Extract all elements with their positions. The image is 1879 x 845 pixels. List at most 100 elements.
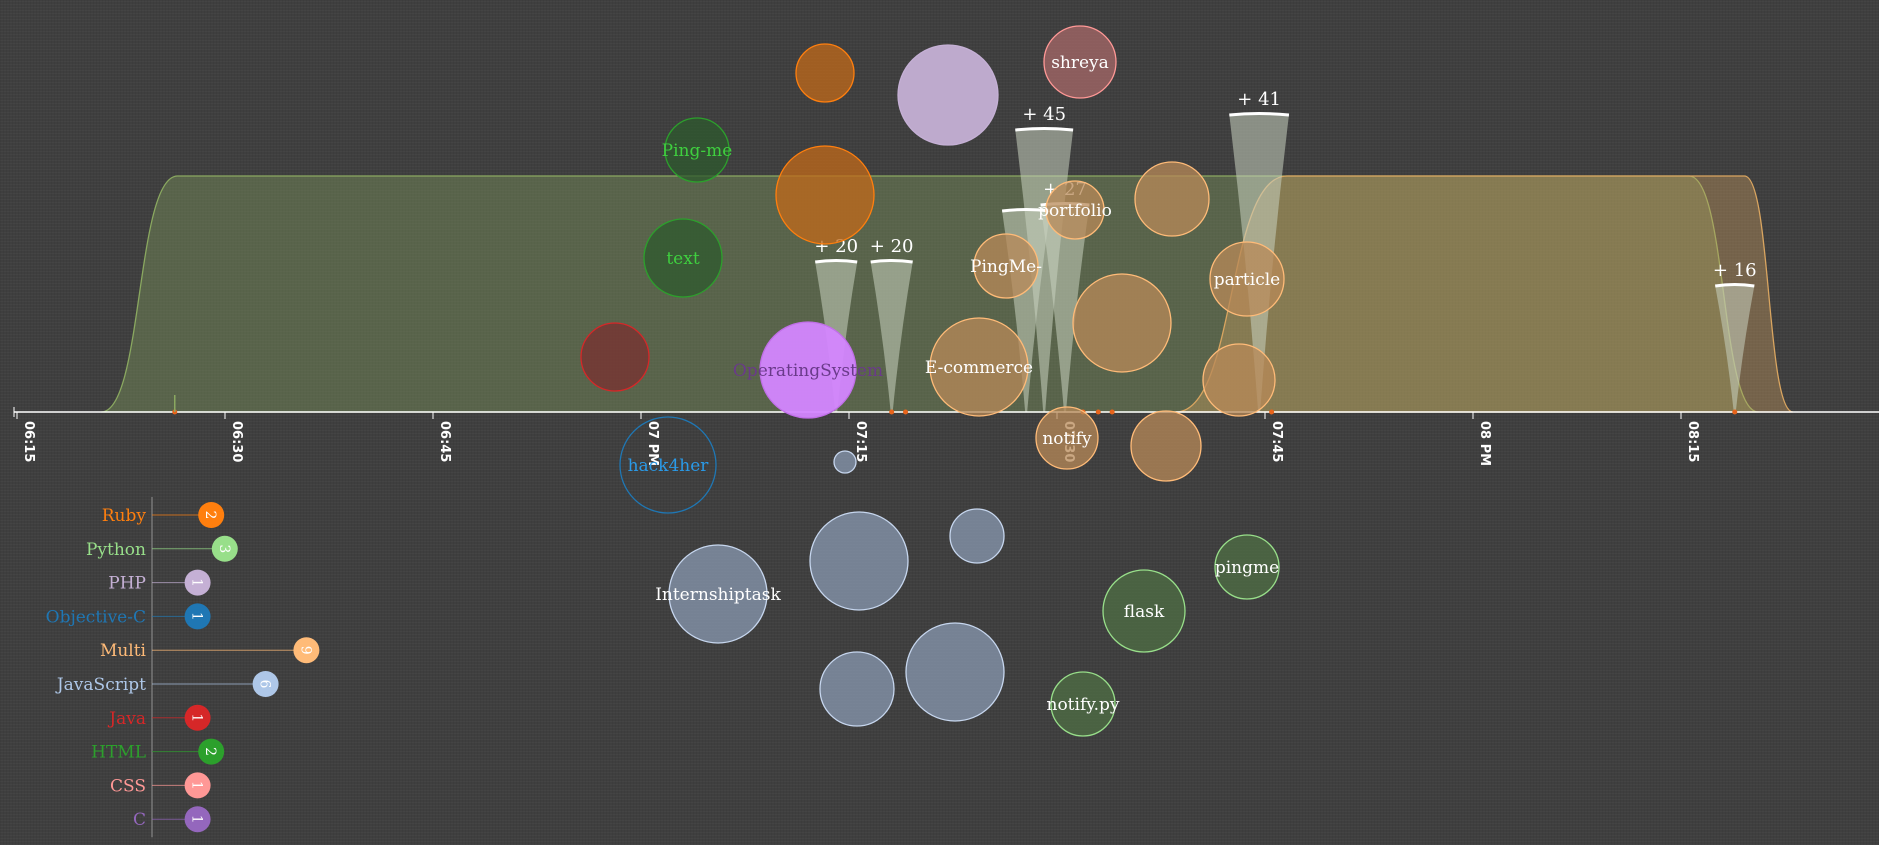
commit-spike-cap: [870, 259, 913, 264]
legend-count-dot: [184, 704, 211, 731]
legend-count: 2: [202, 747, 218, 756]
repo-bubble-label: Internshiptask: [655, 585, 781, 605]
repo-bubble: [1130, 410, 1202, 482]
repo-bubble: [819, 651, 895, 727]
axis-tick-label: 06:15: [21, 421, 36, 462]
axis-tick-label: 08:15: [1685, 421, 1700, 462]
repo-bubble: [1102, 569, 1186, 653]
repo-bubble: [619, 416, 717, 514]
legend-count-dot: [198, 738, 225, 765]
commit-spike-cap: [814, 259, 858, 264]
legend-language-name: Multi: [100, 641, 147, 661]
legend-count: 1: [189, 578, 205, 587]
repo-bubble: [1043, 25, 1117, 99]
event-marker: [1269, 409, 1275, 415]
legend-count: 1: [189, 815, 205, 824]
activity-areas: [101, 175, 1794, 413]
legend-count: 9: [297, 646, 313, 655]
commit-spike-cap: [1015, 127, 1074, 132]
legend-language-name: HTML: [91, 743, 146, 763]
repo-bubble-label: OperatingSystem: [733, 361, 883, 381]
legend-language-name: Ruby: [102, 506, 147, 526]
repo-bubble: [905, 622, 1005, 722]
repo-bubble: [1072, 273, 1172, 373]
repo-bubble-label: pingme: [1215, 558, 1279, 578]
repo-bubble: [1134, 161, 1210, 237]
repo-bubble: [897, 44, 999, 146]
legend-language-name: PHP: [108, 574, 146, 594]
repo-bubble-label: notify: [1042, 429, 1092, 449]
legend-count-dot: [184, 806, 211, 833]
event-marker: [1095, 409, 1101, 415]
legend-count-dot: [211, 535, 238, 562]
legend-count-dot: [184, 772, 211, 799]
legend-language-name: JavaScript: [55, 675, 146, 695]
legend-count: 2: [202, 511, 218, 520]
legend-language-name: Java: [107, 709, 146, 729]
repo-bubble: [580, 322, 650, 392]
axis-tick-label: 06:30: [229, 421, 244, 462]
repo-bubble-label: hack4her: [628, 456, 710, 476]
commit-spike: [1040, 205, 1090, 412]
axis-tick-label: 07 PM: [645, 421, 660, 466]
legend-count: 1: [189, 713, 205, 722]
commit-count-label: + 41: [1237, 89, 1281, 110]
legend-count: 6: [257, 680, 273, 689]
event-marker: [889, 409, 895, 415]
repo-bubble: [643, 218, 723, 298]
event-marker: [1109, 409, 1115, 415]
repo-bubble: [1045, 180, 1105, 240]
commit-spike: [870, 262, 913, 412]
repo-bubble: [664, 117, 730, 183]
repo-bubble: [833, 450, 857, 474]
repo-bubble: [759, 321, 857, 419]
repo-bubble-label: PingMe-: [970, 257, 1042, 277]
legend-count-dot: [252, 671, 279, 697]
repo-bubble: [973, 233, 1039, 299]
repo-bubble: [1050, 671, 1116, 737]
commit-count-label: + 16: [1713, 260, 1757, 281]
repo-bubble: [1209, 241, 1285, 317]
commit-count-label: + 20: [870, 236, 914, 257]
repo-bubble-label: shreya: [1051, 53, 1109, 73]
axis-tick-label: 06:45: [437, 421, 452, 462]
commit-spike: [1715, 286, 1755, 412]
legend-language-name: Objective-C: [46, 607, 146, 627]
repo-bubble-label: flask: [1124, 602, 1165, 622]
repo-bubble-label: portfolio: [1038, 201, 1112, 221]
repo-bubble-label: text: [666, 249, 699, 269]
repo-bubble: [795, 43, 855, 103]
axis-tick-label: 08 PM: [1477, 421, 1492, 466]
repo-bubble: [1214, 534, 1280, 600]
legend-count-dot: [184, 603, 211, 630]
legend-language-name: Python: [86, 540, 146, 560]
legend-language-name: C: [133, 810, 146, 830]
legend-count-dot: [198, 502, 225, 528]
repo-bubble: [668, 544, 768, 644]
commit-spike-cap: [1714, 283, 1755, 288]
repo-bubble-label: E-commerce: [925, 358, 1033, 378]
legend-count: 1: [189, 612, 205, 621]
repo-bubble: [1035, 406, 1099, 470]
commit-spike-cap: [1229, 112, 1290, 117]
repo-bubble: [929, 317, 1029, 417]
legend-language-name: CSS: [110, 776, 146, 796]
repo-bubble-label: notify.py: [1047, 695, 1120, 715]
repo-bubble-label: particle: [1214, 270, 1280, 290]
event-marker: [903, 409, 909, 415]
event-marker: [1732, 409, 1738, 415]
legend-count-dot: [293, 637, 320, 664]
legend-count: 1: [189, 781, 205, 790]
repo-bubble: [809, 511, 909, 611]
repo-bubble: [775, 145, 875, 245]
legend-count: 3: [216, 544, 232, 553]
repo-bubble-label: Ping-me: [662, 141, 733, 161]
commit-count-label: + 45: [1022, 104, 1066, 125]
repo-bubble: [1202, 343, 1276, 417]
repo-bubble: [949, 508, 1005, 564]
legend-count-dot: [184, 569, 211, 596]
axis-tick-label: 07:45: [1269, 421, 1284, 462]
